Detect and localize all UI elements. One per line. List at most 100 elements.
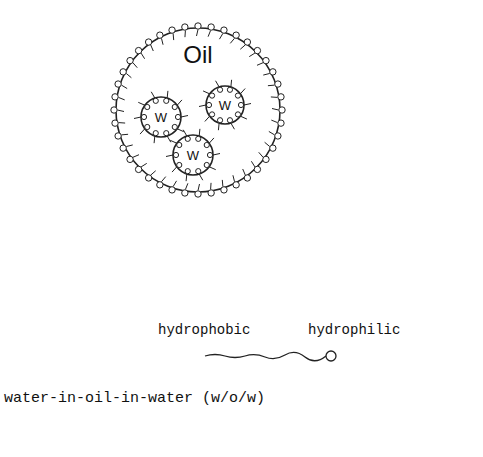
surfactant-tail <box>126 73 131 77</box>
surfactant-head <box>254 166 260 172</box>
surfactant-head <box>175 114 180 119</box>
surfactant-head <box>217 87 222 92</box>
surfactant-head <box>227 87 232 92</box>
surfactant-tail <box>138 102 145 105</box>
surfactant-tail <box>230 80 232 87</box>
surfactant-head <box>235 112 240 117</box>
surfactant-tail <box>233 175 235 181</box>
surfactant-head <box>275 133 281 139</box>
surfactant-head <box>208 24 214 30</box>
surfactant-head <box>153 131 158 136</box>
surfactant-tail <box>271 96 278 97</box>
surfactant-head <box>270 69 276 75</box>
surfactant-tail <box>151 45 154 51</box>
surfactant-head <box>135 166 141 172</box>
surfactant-tail <box>118 110 125 112</box>
droplet-label: W <box>155 110 167 125</box>
hydrophobic-tail <box>205 352 326 360</box>
surfactant-tail <box>126 145 132 147</box>
surfactant-head <box>217 118 222 123</box>
surfactant-head <box>227 118 232 123</box>
surfactant-head <box>278 120 284 126</box>
surfactant-head <box>173 152 178 157</box>
surfactant-tail <box>271 120 277 122</box>
surfactant-tail <box>218 123 220 130</box>
surfactant-head <box>209 93 214 98</box>
surfactant-tail <box>251 161 255 167</box>
surfactant-head <box>115 81 121 87</box>
surfactant-head <box>157 32 163 38</box>
surfactant-head <box>177 162 182 167</box>
surfactant-head <box>157 182 163 188</box>
surfactant-tail <box>170 140 177 143</box>
surfactant-tail <box>230 38 234 43</box>
surfactant-tail <box>259 152 263 157</box>
surfactant-tail <box>134 117 141 119</box>
surfactant-tail <box>133 63 137 68</box>
surfactant-tail <box>199 129 201 136</box>
surfactant-tail <box>265 142 270 146</box>
surfactant-head <box>111 107 117 113</box>
surfactant-head <box>177 142 182 147</box>
surfactant-tail <box>244 104 251 106</box>
surfactant-head <box>206 102 211 107</box>
surfactant-tail <box>172 167 177 172</box>
surfactant-head <box>185 169 190 174</box>
surfactant-head <box>182 24 188 30</box>
surfactant-head <box>278 94 284 100</box>
droplet-label: W <box>187 148 199 163</box>
surfactant-tail <box>186 174 188 181</box>
surfactant-head <box>112 120 118 126</box>
surfactant-head <box>164 131 169 136</box>
surfactant-tail <box>257 63 263 66</box>
surfactant-head <box>145 175 151 181</box>
surfactant-tail <box>197 30 199 37</box>
surfactant-head <box>221 187 227 193</box>
phase-label: Oil <box>183 41 212 69</box>
surfactant-tail <box>199 105 206 107</box>
surfactant-head <box>182 190 188 196</box>
surfactant-tail <box>240 89 245 94</box>
surfactant-tail <box>167 91 169 98</box>
surfactant-head <box>145 124 150 129</box>
surfactant-head <box>204 162 209 167</box>
surfactant-tail <box>166 155 173 157</box>
surfactant-tail <box>213 154 220 156</box>
surfactant-tail <box>272 109 279 111</box>
surfactant-tail <box>222 180 224 187</box>
surfactant-head <box>172 124 177 129</box>
surfactant-tail <box>151 171 156 175</box>
surfactant-head <box>196 169 201 174</box>
surfactant-tail <box>209 138 214 143</box>
surfactant-tail <box>177 100 182 105</box>
surfactant-tail <box>181 116 188 118</box>
droplet-label: W <box>219 98 231 113</box>
surfactant-tail <box>219 33 222 39</box>
surfactant-head <box>279 107 285 113</box>
surfactant-tail <box>249 53 255 57</box>
surfactant-head <box>196 136 201 141</box>
surfactant-tail <box>184 30 185 37</box>
surfactant-tail <box>269 131 275 134</box>
surfactant-tail <box>133 155 139 158</box>
membrane-line <box>206 86 244 124</box>
surfactant-head <box>172 104 177 109</box>
surfactant-tail <box>141 163 147 167</box>
surfactant-head <box>275 81 281 87</box>
surfactant-tail <box>198 184 200 191</box>
surfactant-head <box>209 112 214 117</box>
surfactant-head <box>244 39 250 45</box>
surfactant-tail <box>240 116 247 119</box>
surfactant-head <box>208 190 214 196</box>
surfactant-tail <box>183 130 187 136</box>
surfactant-tail <box>208 30 210 36</box>
surfactant-tail <box>118 122 125 123</box>
surfactant-tail <box>268 85 275 87</box>
surfactant-head <box>120 145 126 151</box>
surfactant-head <box>233 32 239 38</box>
surfactant-head <box>112 94 118 100</box>
surfactant-tail <box>167 136 171 142</box>
surfactant-tail <box>173 33 175 40</box>
surfactant-head <box>221 27 227 33</box>
